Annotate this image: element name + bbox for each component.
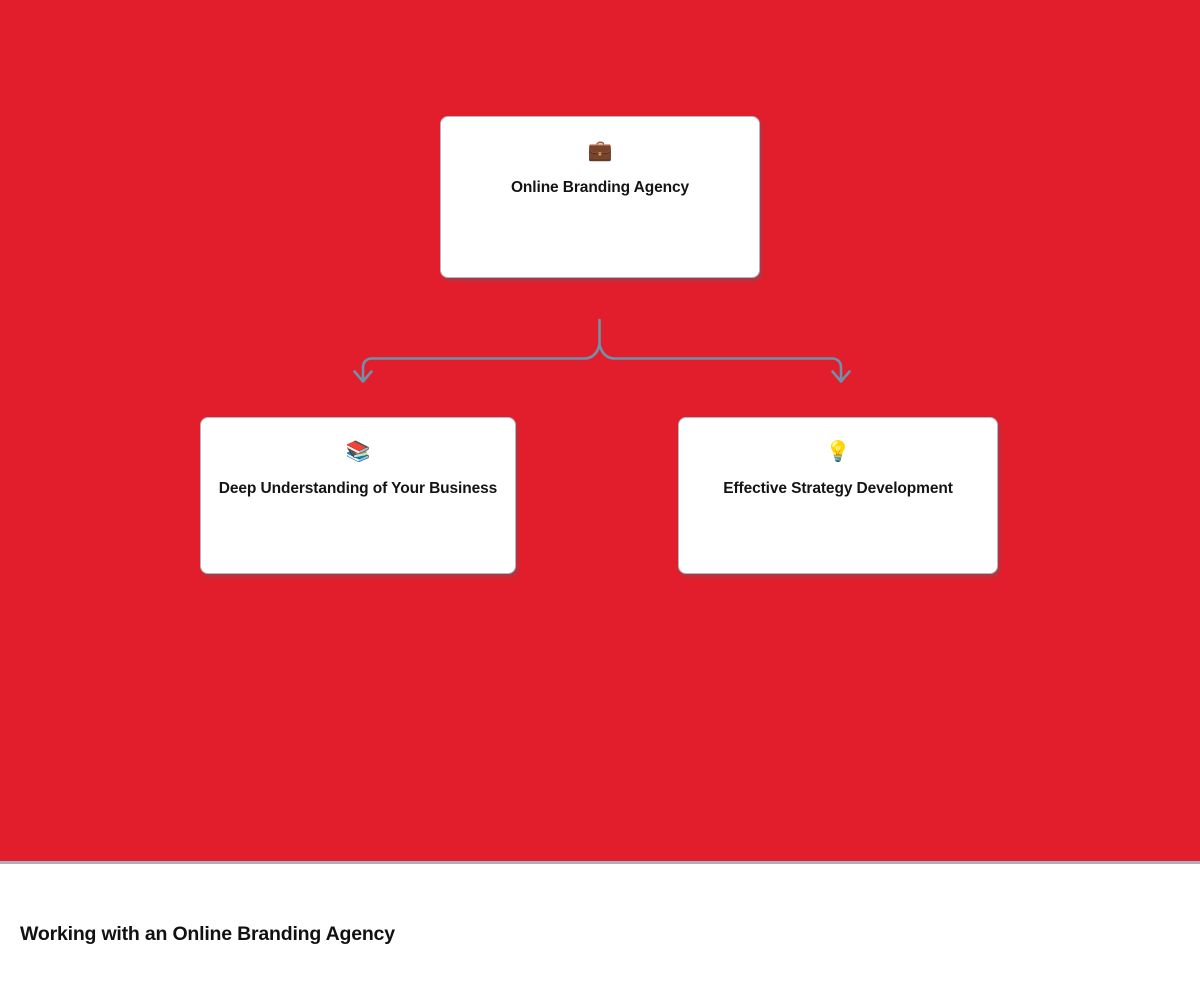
page-title: Working with an Online Branding Agency [20,923,395,945]
mindmap-canvas[interactable]: 💼 Online Branding Agency 📚 Deep Understa… [0,0,1200,861]
node-child-1-label: Effective Strategy Development [723,480,953,497]
light-bulb-icon: 💡 [825,439,851,463]
mindmap-node-deep-understanding[interactable]: 📚 Deep Understanding of Your Business [200,417,516,574]
connector-arrowhead-left [353,370,373,383]
mindmap-node-effective-strategy[interactable]: 💡 Effective Strategy Development [678,417,998,574]
books-icon: 📚 [345,439,371,463]
connector-branch-right [598,343,843,380]
node-root-label: Online Branding Agency [510,179,690,196]
connector-arrowhead-right [831,370,851,383]
node-child-0-label: Deep Understanding of Your Business [218,480,498,497]
mindmap-node-root[interactable]: 💼 Online Branding Agency [440,116,760,278]
bottom-bar: Working with an Online Branding Agency [0,861,1200,1000]
briefcase-icon: 💼 [587,138,613,162]
connector-branch-left [361,343,601,380]
